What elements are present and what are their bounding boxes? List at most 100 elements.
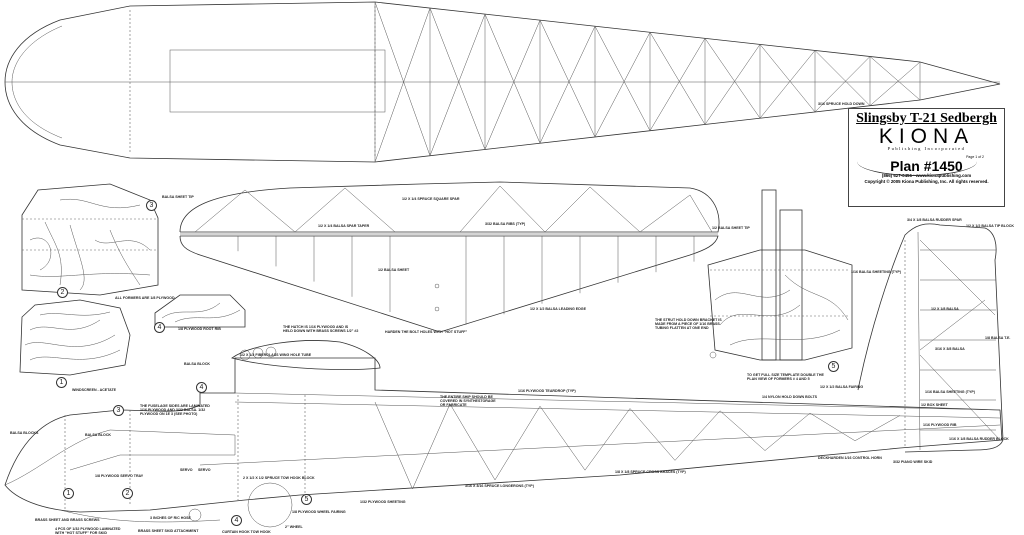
cross-brace xyxy=(594,32,651,138)
cross-brace xyxy=(484,20,541,150)
annotation: 1/16 BALSA SHEETING (TYP) xyxy=(851,270,901,274)
wing-geodetic xyxy=(639,194,691,233)
annotation: 1/2 x 1/2 FIBERGLASS WING HOLE TUBE xyxy=(240,353,312,357)
side-brace xyxy=(584,408,631,471)
annotation: 1/2 x 1/8 BALSA xyxy=(931,307,959,311)
annotation: THE FUSELAGE SIDES ARE LAMINATED 1/16 PL… xyxy=(140,404,210,417)
former-number: 5 xyxy=(301,494,312,505)
former-1 xyxy=(19,299,131,376)
cross-brace xyxy=(704,38,761,119)
side-brace xyxy=(764,412,811,451)
fuselage-top-view xyxy=(4,1,1001,163)
former-number: 1 xyxy=(56,377,67,388)
side-brace xyxy=(629,408,676,461)
cross-brace xyxy=(649,38,706,131)
cross-brace xyxy=(374,7,431,163)
cross-brace xyxy=(869,61,921,106)
annotation: BALSA SHEET TIP xyxy=(162,195,194,199)
annotation: 3/32 BALSA RIBS (TYP) xyxy=(485,222,526,226)
annotation: 1/2 x 1/4 BALSA SPAR TAPER xyxy=(318,224,370,228)
cross-brace xyxy=(814,56,871,113)
wing-geodetic xyxy=(344,187,396,233)
brand-logo: KIONA xyxy=(878,125,975,148)
annotation: 1/2 BOX SHEET xyxy=(921,403,948,407)
cross-brace xyxy=(374,1,431,156)
former-number: 3 xyxy=(113,405,124,416)
fuselage-side-truss xyxy=(374,401,901,490)
wing-geodetic xyxy=(459,185,501,233)
former-number: 4 xyxy=(154,322,165,333)
annotation: 1/8 PLYWOOD SERVO TRAY xyxy=(95,474,144,478)
annotation: HARDEN THE BOLT HOLES WITH "HOT STUFF" xyxy=(385,330,468,334)
wing-geodetic xyxy=(499,185,546,233)
side-brace xyxy=(719,410,766,451)
annotation: BALSA BLOCKS xyxy=(10,431,39,435)
side-brace xyxy=(494,406,541,481)
side-brace xyxy=(374,401,413,490)
cross-brace xyxy=(429,14,486,156)
former-number: 2 xyxy=(57,287,68,298)
former-number: 4 xyxy=(231,515,242,526)
fuselage-side-view xyxy=(4,357,1003,528)
annotation: 1/2 BALSA SHEET TIP xyxy=(712,226,750,230)
annotation: 3/16 x 3/16 SPRUCE LONGERONS (TYP) xyxy=(465,484,534,488)
brand-swoosh-logo xyxy=(857,147,977,176)
annotation: 1/2 x 1/2 BALSA TIP BLOCK xyxy=(966,224,1014,228)
cross-brace xyxy=(814,50,871,106)
annotation: 1/2 x 1/2 BALSA LEADING EDGE xyxy=(530,307,586,311)
annotation: DECKHARDEN 1/16 CONTROL HORN xyxy=(818,456,882,460)
annotation: 1/8 BALSA T.E. xyxy=(985,336,1011,340)
former-2-3 xyxy=(21,183,159,296)
annotation: CURTAIN HOOK TOW HOOK xyxy=(222,530,271,534)
cross-brace xyxy=(649,32,706,125)
annotation: 1/2 x 1/2 BALSA FAIRING xyxy=(820,385,864,389)
annotation: 1/16 x 1/8 BALSA RUDDER BLOCK xyxy=(949,437,1009,441)
fuselage-top-truss xyxy=(374,1,921,163)
annotation: BALSA BLOCK xyxy=(184,362,211,366)
cross-brace xyxy=(594,26,651,131)
annotation: 2" WHEEL xyxy=(285,525,303,529)
plan-title: Slingsby T-21 Sedbergh xyxy=(856,111,997,126)
annotation: THE HATCH IS 1/16 PLYWOOD AND IS HELD DO… xyxy=(283,325,359,334)
annotation: 1/16 PLYWOOD TEARDROP (TYP) xyxy=(518,389,576,393)
annotation: 1/4 NYLON HOLD DOWN BOLTS xyxy=(762,395,818,399)
former-number: 2 xyxy=(122,488,133,499)
annotation: WINDSCREEN - ACETATE xyxy=(72,388,117,392)
annotation: 3 INCHES OF R/C HOSE xyxy=(150,516,191,520)
annotation: 3/32 PIANO WIRE SKID xyxy=(893,460,933,464)
wing-geodetic xyxy=(589,186,641,233)
annotation: 3/4 x 1/8 BALSA RUDDER SPAR xyxy=(907,218,962,222)
fin-ribs xyxy=(920,249,996,431)
cross-brace xyxy=(759,44,816,113)
cross-brace xyxy=(429,7,486,150)
side-brace xyxy=(809,412,856,441)
cross-brace xyxy=(869,56,921,101)
annotation: SERVO xyxy=(180,468,193,472)
annotation: 1/8 PLYWOOD WHEEL FAIRING xyxy=(292,510,346,514)
wing-geodetic xyxy=(294,187,346,233)
annotation: 1/2 x 1/4 SPRUCE SQUARE SPAR xyxy=(402,197,460,201)
cross-brace xyxy=(704,44,761,125)
annotation: BRASS SHEET SKID ATTACHMENT xyxy=(138,529,199,533)
annotation: 1/8 PLYWOOD ROOT RIB xyxy=(178,327,221,331)
annotation: 1/16 BALSA SHEETING (TYP) xyxy=(925,390,975,394)
annotation: 1/8 x 1/8 SPRUCE CROSS BRACES (TYP) xyxy=(615,470,686,474)
wing-geodetic xyxy=(689,194,713,233)
wing-geodetic xyxy=(244,189,296,233)
annotation: 2 x 1/2 x 1/2 SPRUCE TOW HOOK BLOCK xyxy=(243,476,315,480)
side-brace xyxy=(449,403,496,481)
former-number: 3 xyxy=(146,200,157,211)
annotation: 1/2 BALSA SHEET xyxy=(378,268,410,272)
annotation: 1/16 PLYWOOD RIB xyxy=(923,423,957,427)
side-brace xyxy=(674,410,721,461)
title-block: Slingsby T-21 Sedbergh KIONA Publishing … xyxy=(848,108,1005,207)
side-brace xyxy=(854,415,901,441)
wing-ribs xyxy=(194,185,713,325)
side-brace xyxy=(412,403,451,490)
former-number: 5 xyxy=(828,361,839,372)
copyright: Copyright © 2005 Kiona Publishing, Inc. … xyxy=(864,179,989,184)
annotation: 3/16 x 3/8 BALSA xyxy=(935,347,965,351)
former-5-strut xyxy=(707,189,853,361)
